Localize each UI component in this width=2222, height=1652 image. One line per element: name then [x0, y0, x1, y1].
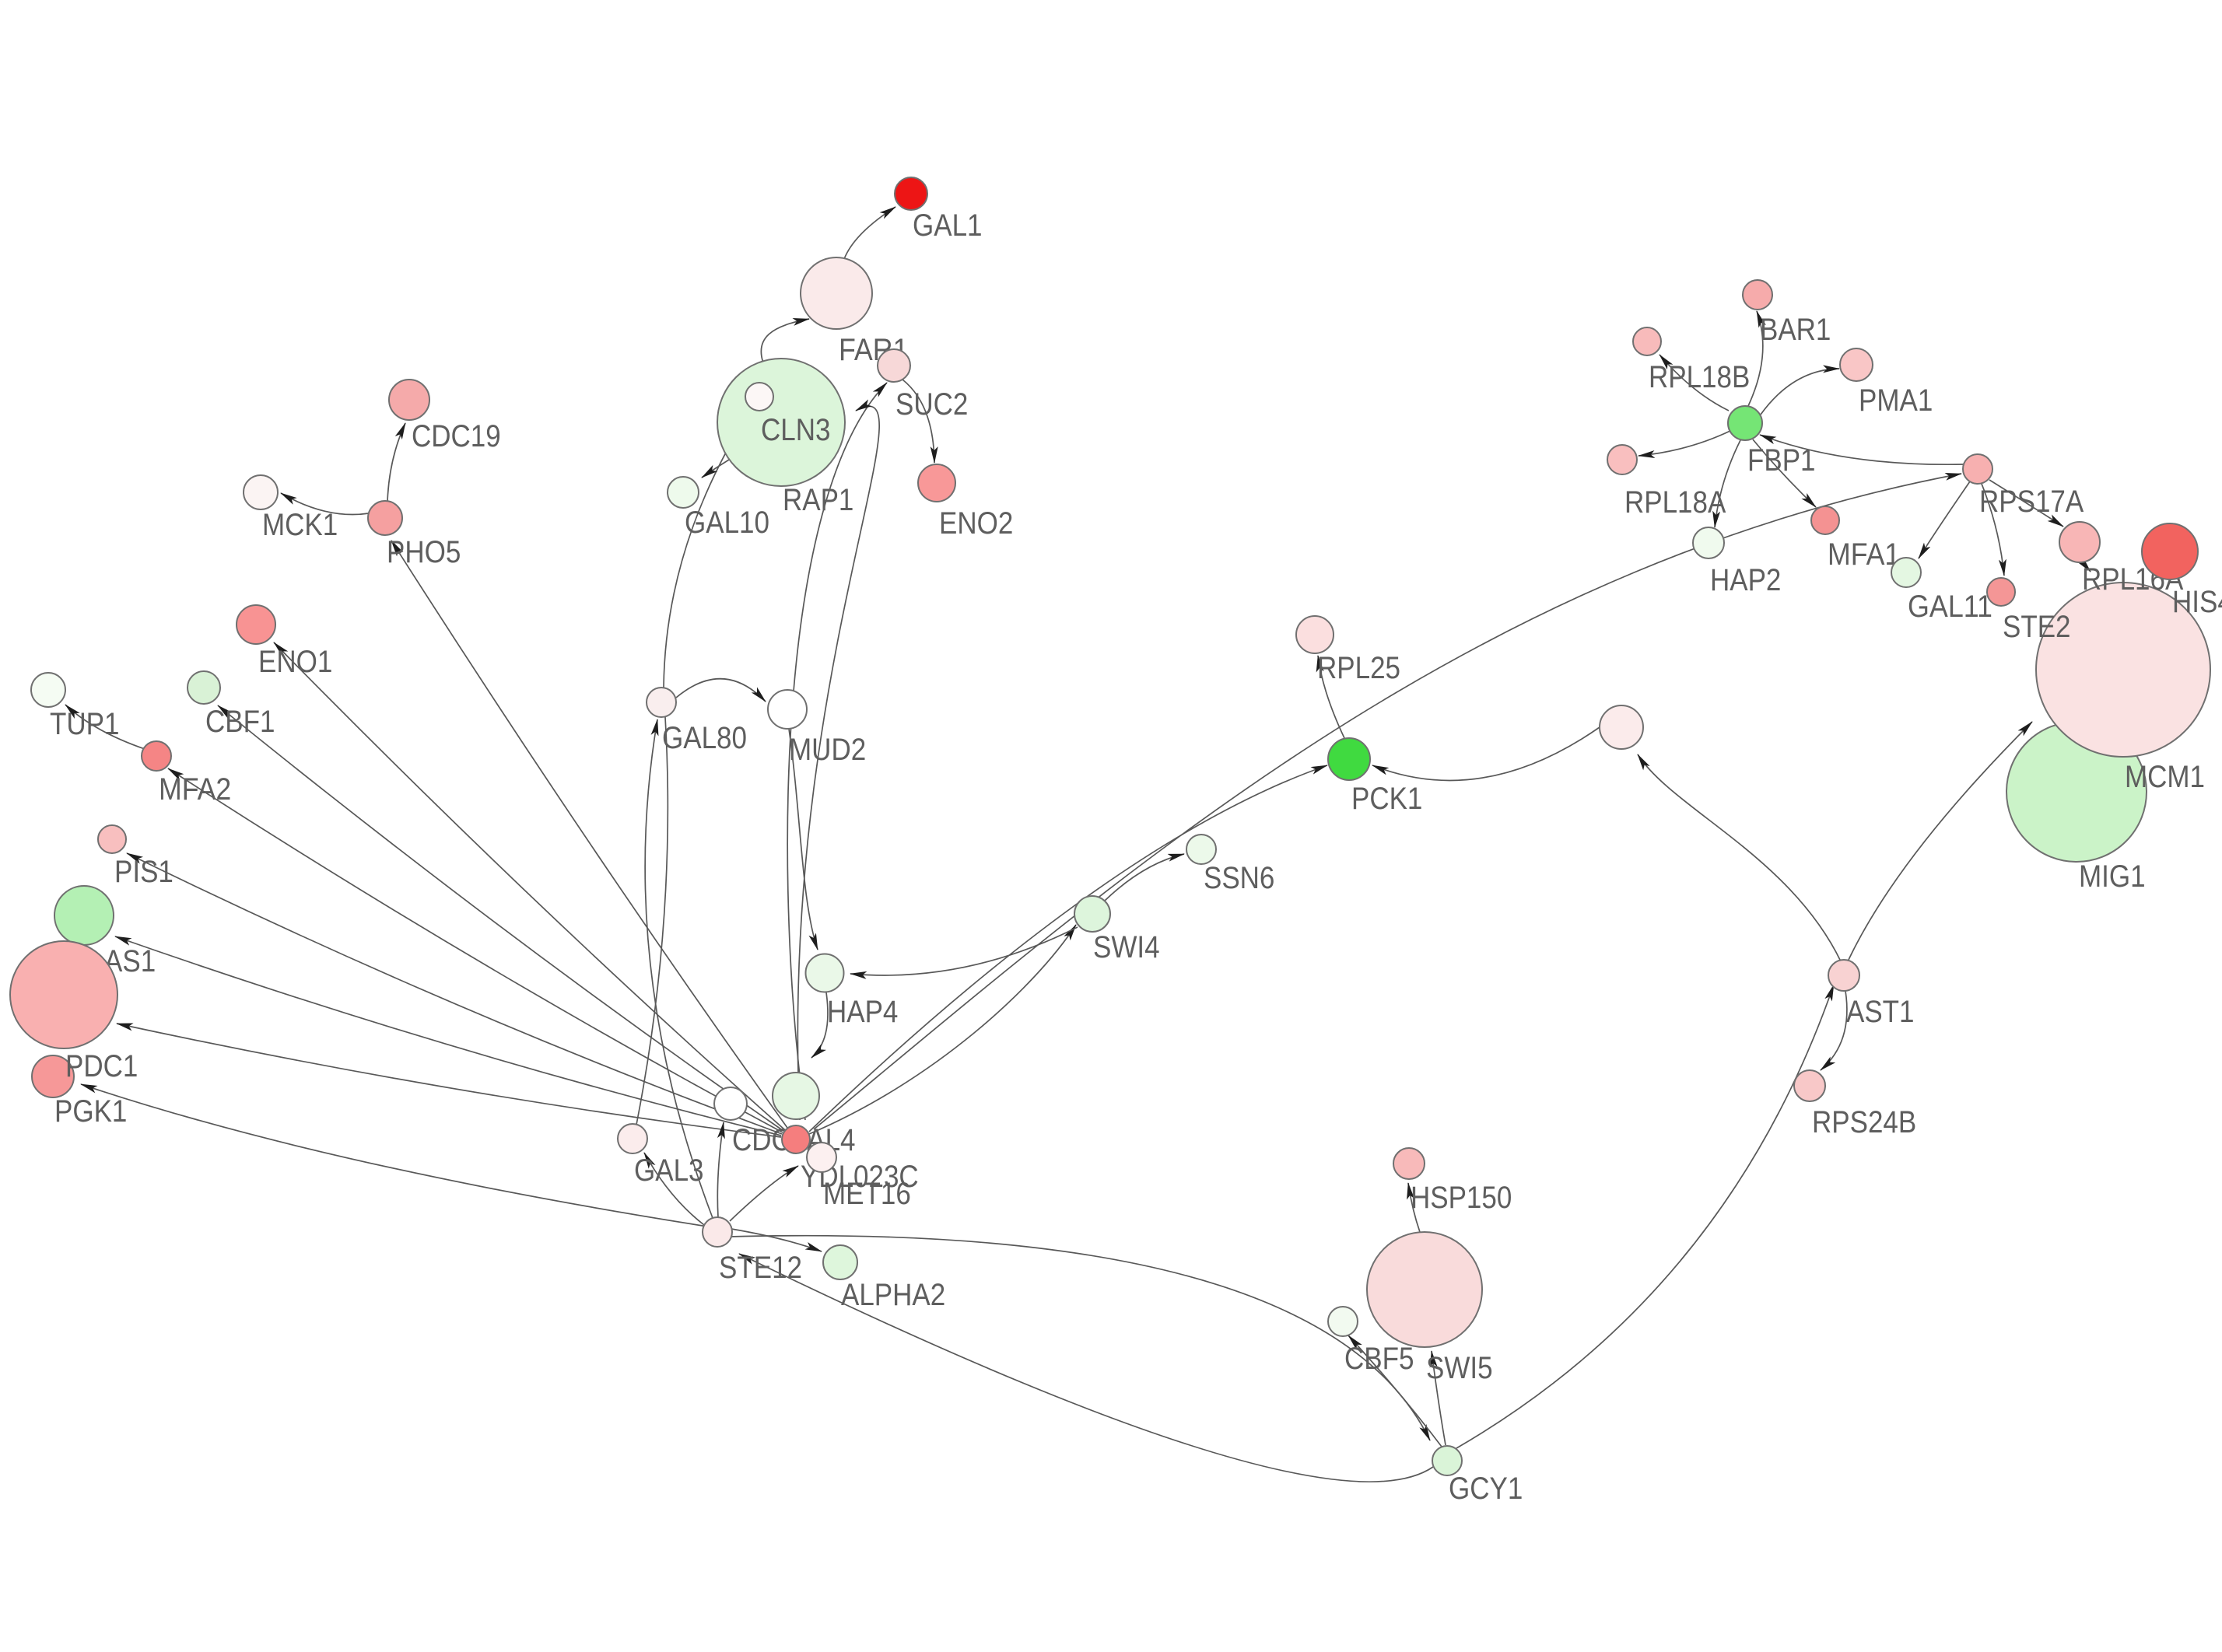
svg-text:TUP1: TUP1: [50, 707, 120, 741]
svg-text:MFA2: MFA2: [159, 772, 231, 807]
svg-text:RPL25: RPL25: [1317, 651, 1400, 685]
svg-text:GCY1: GCY1: [1449, 1472, 1523, 1506]
svg-text:HIS4: HIS4: [2172, 585, 2222, 619]
svg-text:PDC1: PDC1: [65, 1049, 138, 1083]
svg-text:GAL11: GAL11: [1908, 590, 1992, 624]
svg-text:STE12: STE12: [719, 1251, 802, 1285]
svg-text:HSP150: HSP150: [1411, 1181, 1512, 1215]
svg-text:MCM1: MCM1: [2125, 760, 2205, 794]
svg-text:MIG1: MIG1: [2079, 859, 2146, 894]
svg-text:RAP1: RAP1: [783, 483, 853, 517]
svg-text:PIS1: PIS1: [114, 855, 173, 889]
svg-text:CBF5: CBF5: [1344, 1342, 1414, 1376]
svg-text:GAL80: GAL80: [662, 721, 747, 755]
svg-text:PCK1: PCK1: [1351, 782, 1422, 816]
svg-text:SSN6: SSN6: [1204, 861, 1274, 895]
svg-text:ALPHA2: ALPHA2: [841, 1278, 945, 1312]
svg-text:AST1: AST1: [1846, 995, 1915, 1029]
svg-text:RPL18B: RPL18B: [1649, 360, 1750, 394]
svg-text:MFA1: MFA1: [1828, 537, 1900, 572]
svg-text:HAP4: HAP4: [827, 995, 898, 1029]
svg-text:RPL18A: RPL18A: [1624, 485, 1726, 520]
svg-text:GAL3: GAL3: [634, 1153, 704, 1188]
svg-text:MCK1: MCK1: [262, 508, 338, 542]
svg-text:GAL10: GAL10: [685, 506, 769, 540]
svg-text:RPS24B: RPS24B: [1812, 1105, 1916, 1139]
svg-text:ENO2: ENO2: [939, 506, 1013, 541]
svg-text:ENO1: ENO1: [258, 645, 332, 679]
svg-text:CBF1: CBF1: [205, 705, 275, 739]
svg-text:RPS17A: RPS17A: [1979, 485, 2084, 519]
svg-text:MUD2: MUD2: [789, 733, 866, 767]
svg-text:CDC19: CDC19: [412, 419, 501, 453]
svg-text:PGK1: PGK1: [54, 1094, 127, 1129]
svg-text:SWI5: SWI5: [1426, 1351, 1493, 1385]
svg-text:FBP1: FBP1: [1747, 443, 1816, 478]
svg-text:SUC2: SUC2: [895, 387, 968, 422]
svg-text:PHO5: PHO5: [387, 535, 461, 569]
svg-text:GAL1: GAL1: [913, 208, 983, 243]
svg-text:CLN3: CLN3: [761, 413, 831, 447]
svg-text:BAR1: BAR1: [1760, 313, 1831, 347]
svg-text:MET16: MET16: [823, 1177, 911, 1211]
svg-text:HAP2: HAP2: [1710, 563, 1781, 597]
svg-text:PMA1: PMA1: [1859, 383, 1933, 418]
svg-text:SWI4: SWI4: [1093, 930, 1160, 964]
svg-text:STE2: STE2: [2003, 610, 2071, 644]
